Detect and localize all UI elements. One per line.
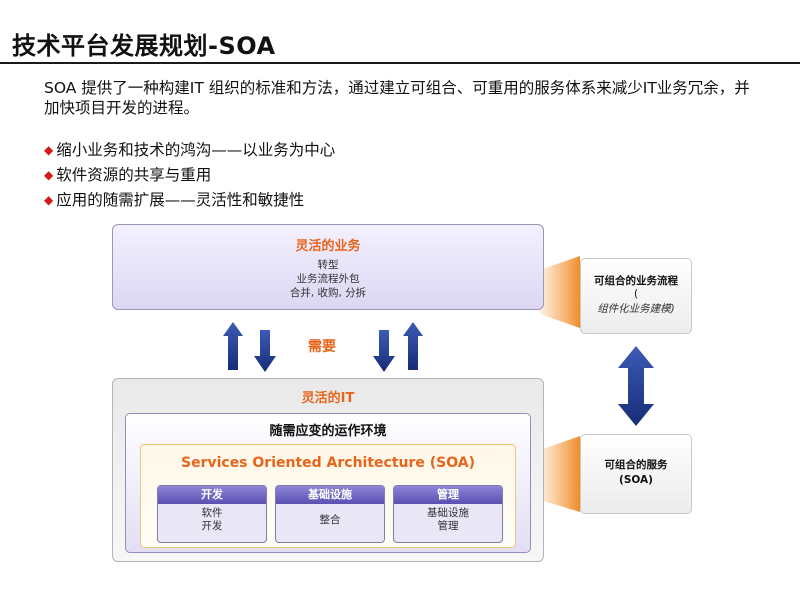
down-arrow-icon — [254, 330, 276, 372]
bullet-text: 软件资源的共享与重用 — [56, 166, 212, 184]
up-arrow-icon — [403, 322, 423, 370]
title-divider — [0, 62, 800, 64]
column-body: 整合 — [276, 504, 384, 527]
red-diamond-icon: ◆ — [44, 143, 54, 157]
column-line: 基础设施 — [427, 507, 469, 519]
bullet-item: ◆ 软件资源的共享与重用 — [44, 163, 335, 188]
column-mgmt: 管理 基础设施 管理 — [393, 485, 503, 543]
business-line: 转型 — [317, 259, 339, 271]
funnel-top — [540, 256, 580, 328]
card-title: 可组合的服务 — [604, 459, 668, 471]
column-line: 软件 — [201, 507, 223, 519]
funnel-bottom — [540, 436, 580, 512]
bullet-text: 应用的随需扩展——灵活性和敏捷性 — [56, 191, 305, 209]
card-paren: ( — [633, 288, 639, 300]
red-diamond-icon: ◆ — [44, 193, 54, 207]
column-line: 开发 — [201, 520, 223, 532]
business-line: 合并, 收购, 分拆 — [289, 287, 367, 299]
bullet-item: ◆ 应用的随需扩展——灵活性和敏捷性 — [44, 188, 335, 213]
column-head: 基础设施 — [276, 486, 384, 504]
column-line: 管理 — [437, 520, 459, 532]
red-diamond-icon: ◆ — [44, 168, 54, 182]
soa-box: Services Oriented Architecture (SOA) 开发 … — [140, 444, 516, 548]
bullet-list: ◆ 缩小业务和技术的鸿沟——以业务为中心 ◆ 软件资源的共享与重用 ◆ 应用的随… — [44, 138, 335, 213]
composable-process-card: 可组合的业务流程 ( 组件化业务建模) — [580, 258, 692, 334]
down-arrow-icon — [373, 330, 395, 372]
page-title: 技术平台发展规划-SOA — [12, 32, 276, 60]
column-body: 基础设施 管理 — [394, 504, 502, 533]
up-arrow-icon — [223, 322, 243, 370]
column-infra: 基础设施 整合 — [275, 485, 385, 543]
bullet-text: 缩小业务和技术的鸿沟——以业务为中心 — [56, 141, 336, 159]
double-arrow-icon — [618, 346, 654, 426]
environment-box: 随需应变的运作环境 Services Oriented Architecture… — [125, 413, 531, 553]
column-dev: 开发 软件 开发 — [157, 485, 267, 543]
business-box: 灵活的业务 转型 业务流程外包 合并, 收购, 分拆 — [112, 224, 544, 310]
card-title: 可组合的业务流程 — [594, 275, 678, 287]
card-italic: 组件化业务建模) — [597, 303, 675, 315]
column-head: 开发 — [158, 486, 266, 504]
need-label: 需要 — [308, 339, 336, 355]
card-subtitle: (SOA) — [619, 474, 653, 486]
it-title: 灵活的IT — [301, 391, 355, 406]
bullet-item: ◆ 缩小业务和技术的鸿沟——以业务为中心 — [44, 138, 335, 163]
business-line: 业务流程外包 — [296, 273, 360, 285]
environment-title: 随需应变的运作环境 — [269, 424, 387, 439]
intro-text: SOA 提供了一种构建IT 组织的标准和方法，通过建立可组合、可重用的服务体系来… — [44, 79, 750, 117]
composable-service-card: 可组合的服务 (SOA) — [580, 434, 692, 514]
column-head: 管理 — [394, 486, 502, 504]
column-line: 整合 — [319, 514, 341, 526]
column-body: 软件 开发 — [158, 504, 266, 533]
it-box: 灵活的IT 随需应变的运作环境 Services Oriented Archit… — [112, 378, 544, 562]
business-title: 灵活的业务 — [295, 239, 361, 254]
soa-title: Services Oriented Architecture (SOA) — [180, 455, 476, 471]
